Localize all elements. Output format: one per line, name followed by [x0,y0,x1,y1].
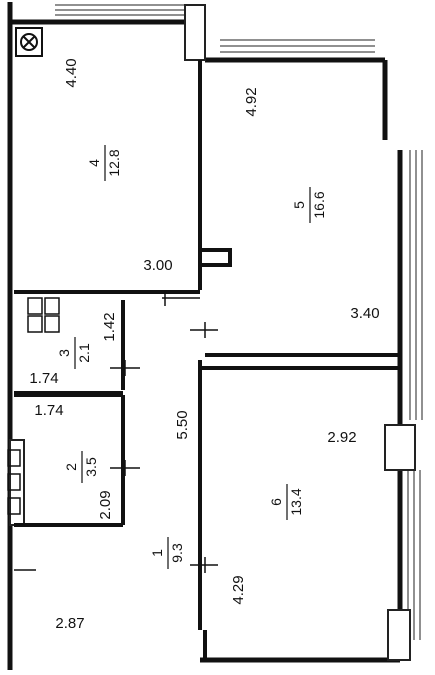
room-1-number: 1 [149,549,165,557]
vent-shaft-icon [15,27,43,57]
dim-hall-width: 2.87 [55,615,84,632]
dim-room4-width: 3.00 [143,257,172,274]
room-4-label: 4 12.8 [86,145,122,181]
outer-walls [7,2,403,670]
room-3-label: 3 2.1 [56,337,92,369]
room-3-area: 2.1 [76,343,92,363]
room-6-number: 6 [268,498,284,506]
room-1-area: 9.3 [169,543,185,563]
room-6-area: 13.4 [288,488,304,515]
dim-room6-width: 2.92 [327,429,356,446]
room-5-label: 5 16.6 [291,187,327,223]
windows [9,4,423,661]
room-4-number: 4 [86,159,102,167]
room-5-area: 16.6 [311,191,327,218]
dim-room2-height: 2.09 [97,490,114,519]
room-6-label: 6 13.4 [268,484,304,520]
room-2-area: 3.5 [83,457,99,477]
dim-room4-height: 4.40 [63,58,80,87]
room-2-number: 2 [63,463,79,471]
dim-room3-height: 1.42 [101,312,118,341]
dim-room6-height: 4.29 [230,575,247,604]
interior-walls [14,60,400,660]
dim-hall-length: 5.50 [174,410,191,439]
dim-room5-width: 3.40 [350,305,379,322]
dim-room5-height: 4.92 [243,87,260,116]
door-marks [14,290,218,573]
dim-room2-width: 1.74 [34,402,63,419]
room-1-label: 1 9.3 [149,537,185,569]
room-2-label: 2 3.5 [63,451,99,483]
dim-room3-width: 1.74 [29,370,58,387]
room-4-area: 12.8 [106,149,122,176]
room-3-number: 3 [56,349,72,357]
stove-burners-icon [7,449,21,515]
bath-fixtures-icon [27,297,60,333]
room-5-number: 5 [291,201,307,209]
